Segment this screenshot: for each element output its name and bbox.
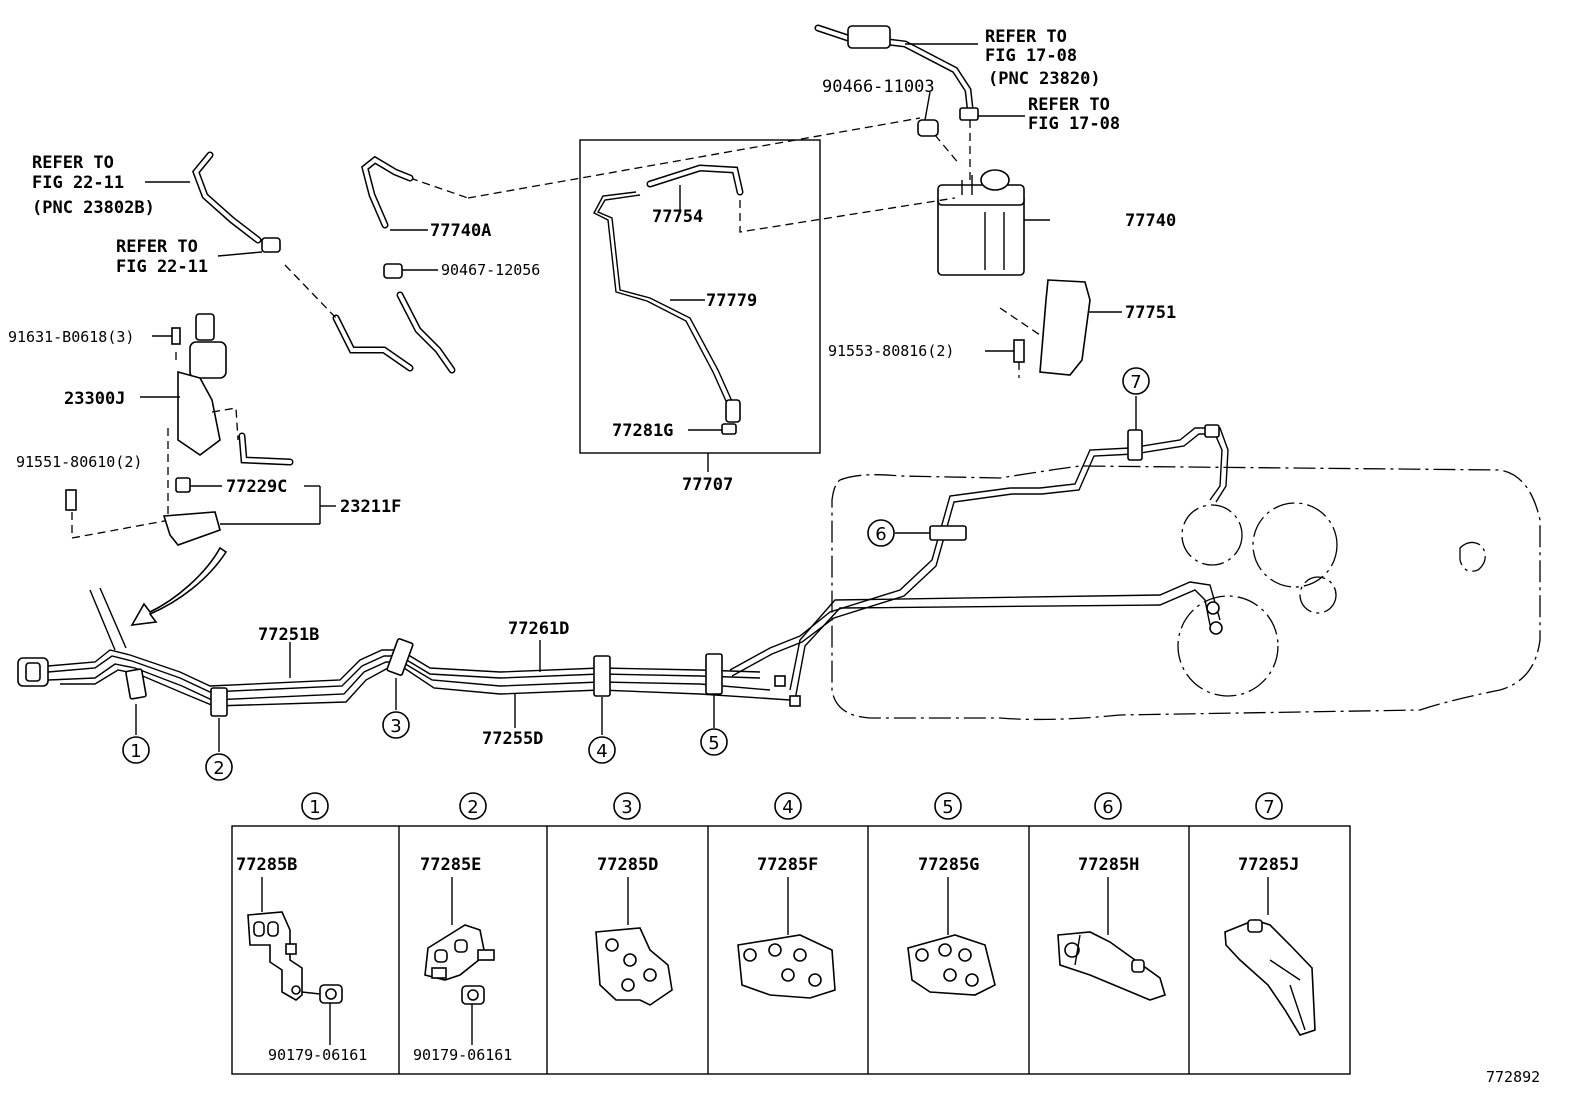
callout-3: 3 [390, 716, 401, 737]
legend-num-7: 7 [1263, 797, 1274, 818]
ref-17-08-a-line3: (PNC 23820) [988, 69, 1101, 89]
ref-22-11-b-line2: FIG 22-11 [116, 257, 208, 277]
vsv-bracket [177, 370, 221, 456]
clamp-5 [705, 653, 723, 695]
evap-pipe-assembly [579, 139, 821, 472]
legend-num-2: 2 [467, 797, 478, 818]
label-91551-80610: 91551-80610(2) [16, 453, 142, 471]
assembly-box [579, 139, 821, 454]
clamp-77285h-drawing [1057, 931, 1166, 1001]
legend-part-1: 77285B [236, 855, 297, 875]
label-77255d: 77255D [482, 729, 543, 749]
ref-17-08-a-line1: REFER TO [985, 27, 1067, 47]
fuel-lines [17, 396, 1229, 752]
legend-part-4: 77285F [757, 855, 818, 875]
canister-body [937, 194, 1025, 276]
clamp-3 [386, 638, 414, 676]
label-77779: 77779 [706, 291, 757, 311]
label-90467-12056: 90467-12056 [441, 261, 540, 279]
clamp-2 [210, 687, 228, 717]
callout-1: 1 [130, 741, 141, 762]
label-77251b: 77251B [258, 625, 319, 645]
pipe-77779 [596, 194, 736, 420]
ref-17-08-a-line2: FIG 17-08 [985, 46, 1077, 66]
part-labels: REFER TO FIG 17-08 (PNC 23820) REFER TO … [8, 27, 1176, 749]
label-77740a: 77740A [430, 221, 491, 241]
clamp-90467 [383, 263, 403, 279]
legend-part-5: 77285G [918, 855, 979, 875]
clamp-4 [593, 655, 611, 697]
breather-line [729, 427, 1229, 671]
ref-17-08-b-line2: FIG 17-08 [1028, 114, 1120, 134]
bracket-23211f [162, 511, 221, 546]
ref-22-11-a-line3: (PNC 23802B) [32, 198, 155, 218]
canister-bracket [1039, 279, 1091, 376]
vsv-group [65, 313, 336, 626]
ref-22-11-b-line1: REFER TO [116, 237, 198, 257]
ref-22-11-a-line2: FIG 22-11 [32, 173, 124, 193]
charcoal-canister-group [409, 24, 1122, 378]
direction-arrow [130, 546, 228, 626]
ref-17-08-b-line1: REFER TO [1028, 95, 1110, 115]
legend-num-4: 4 [782, 797, 793, 818]
legend-nut-2: 90179-06161 [413, 1046, 512, 1064]
hose-77740a-group [284, 155, 456, 374]
label-77229c: 77229C [226, 477, 287, 497]
fuel-tank-outline [831, 465, 1541, 721]
label-91631-b0618: 91631-B0618(3) [8, 328, 134, 346]
vent-hose-left-group [145, 151, 281, 257]
hose-filter [847, 25, 891, 49]
legend-num-1: 1 [309, 797, 320, 818]
label-23300j: 23300J [64, 389, 125, 409]
clamp-6 [929, 525, 967, 541]
legend-part-6: 77285H [1078, 855, 1139, 875]
callout-7: 7 [1130, 372, 1141, 393]
clamp-77285f-drawing [737, 934, 836, 999]
clamp-1 [125, 668, 147, 700]
clamp-77285j-drawing [1224, 919, 1316, 1036]
label-77754: 77754 [652, 207, 703, 227]
hose-clip [959, 107, 979, 121]
legend-part-7: 77285J [1238, 855, 1299, 875]
callout-2: 2 [213, 758, 224, 779]
diagram-id: 772892 [1486, 1068, 1540, 1086]
bolt-91553 [1013, 339, 1025, 363]
legend-nut-1: 90179-06161 [268, 1046, 367, 1064]
label-77740: 77740 [1125, 211, 1176, 231]
callout-6: 6 [875, 524, 886, 545]
label-77261d: 77261D [508, 619, 569, 639]
callout-circles: 1 2 3 4 5 6 7 [122, 367, 1150, 781]
legend-part-2: 77285E [420, 855, 481, 875]
legend-num-5: 5 [942, 797, 953, 818]
clamp-77285e-drawing [424, 924, 495, 1005]
hose-clamp-90466 [917, 119, 939, 137]
label-77751: 77751 [1125, 303, 1176, 323]
legend-num-3: 3 [621, 797, 632, 818]
clamp-legend: 1 2 3 4 5 6 7 77285B 77285E 77285D 77285… [231, 792, 1351, 1075]
clamp-77285d-drawing [595, 927, 673, 1006]
legend-frame [231, 825, 1351, 1075]
ref-22-11-a-line1: REFER TO [32, 153, 114, 173]
label-77707: 77707 [682, 475, 733, 495]
label-23211f: 23211F [340, 497, 401, 517]
legend-num-6: 6 [1102, 797, 1113, 818]
callout-5: 5 [708, 733, 719, 754]
legend-part-3: 77285D [597, 855, 658, 875]
callout-4: 4 [596, 741, 607, 762]
clip-77281G [721, 423, 737, 435]
clamp-77285b-drawing [247, 911, 343, 1004]
vsv-23300j [189, 341, 227, 379]
clamp-77285g-drawing [907, 934, 996, 996]
label-77281g: 77281G [612, 421, 673, 441]
clamp-7 [1127, 429, 1143, 461]
label-90466-11003: 90466-11003 [822, 77, 935, 97]
label-91553-80816: 91553-80816(2) [828, 342, 954, 360]
